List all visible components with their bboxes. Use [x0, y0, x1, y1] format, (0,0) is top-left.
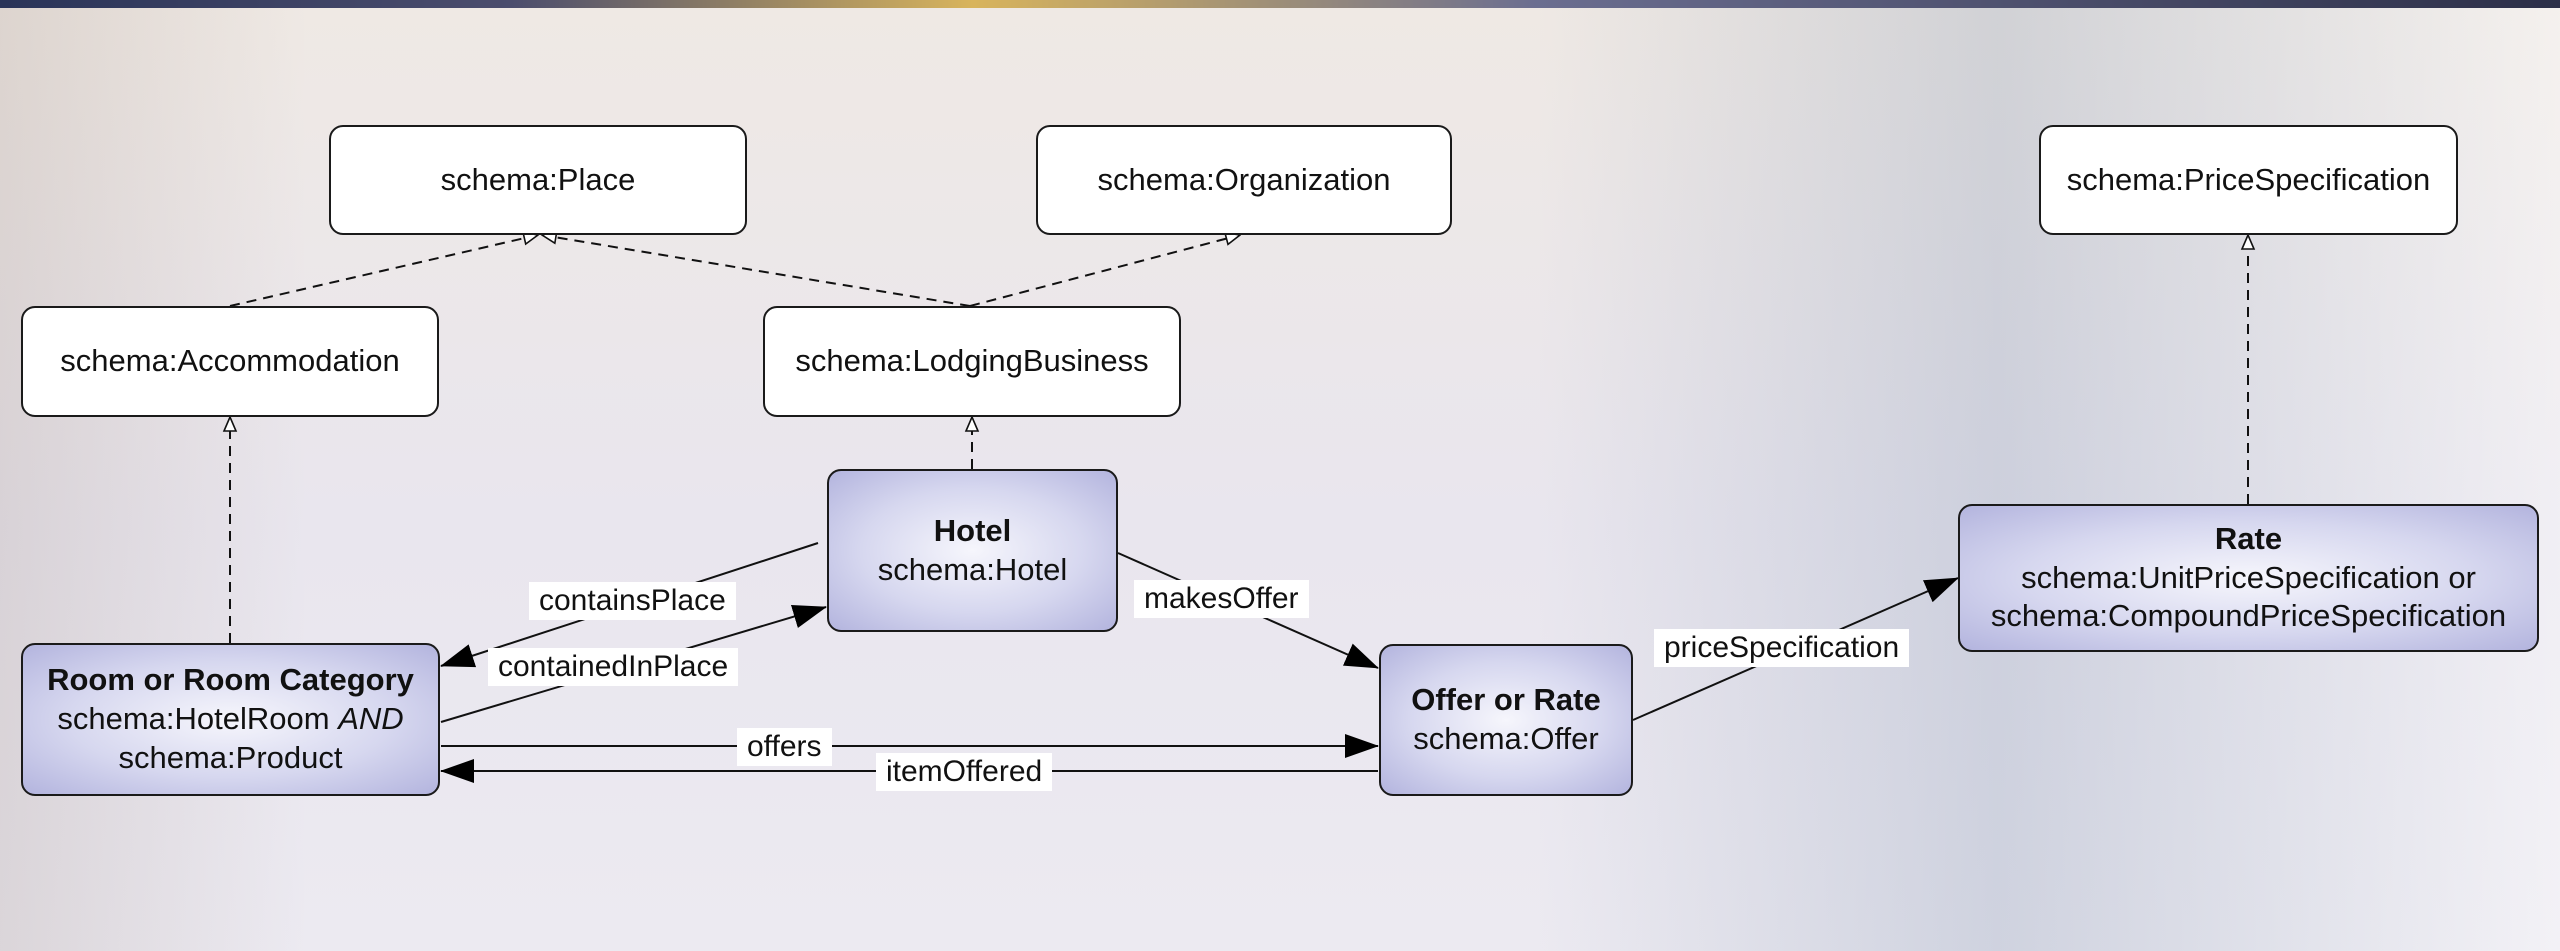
node-rate: Rate schema:UnitPriceSpecification or sc…: [1958, 504, 2539, 652]
node-schema-accommodation: schema:Accommodation: [21, 306, 439, 417]
node-schema-place: schema:Place: [329, 125, 747, 235]
node-label-emphasis: AND: [338, 701, 404, 737]
node-label: schema:Hotel: [877, 551, 1068, 587]
node-title: Room or Room Category: [47, 662, 414, 698]
node-room: Room or Room Category schema:HotelRoom A…: [21, 643, 440, 796]
node-label-line1: schema:HotelRoom AND: [57, 700, 403, 739]
edge-label-item-offered: itemOffered: [876, 753, 1053, 791]
edge-lodging-to-organization: [969, 235, 1240, 307]
node-schema-organization: schema:Organization: [1036, 125, 1452, 235]
edge-label-offers: offers: [737, 728, 832, 766]
node-label: schema:Organization: [1097, 161, 1391, 197]
node-label: schema:Place: [440, 161, 636, 197]
edge-lodging-to-place: [542, 235, 971, 307]
edge-label-makes-offer: makesOffer: [1134, 580, 1309, 618]
node-title: Offer or Rate: [1411, 682, 1601, 718]
node-title: Rate: [2214, 520, 2283, 556]
node-label: schema:Offer: [1413, 721, 1599, 756]
node-schema-price-specification: schema:PriceSpecification: [2039, 125, 2458, 235]
edge-label-contains-place: containsPlace: [529, 582, 736, 620]
node-offer: Offer or Rate schema:Offer: [1379, 644, 1633, 796]
node-label: schema:Product: [118, 739, 343, 775]
edge-label-contained-in-place: containedInPlace: [488, 648, 739, 686]
edge-accommodation-to-place: [229, 235, 538, 307]
top-banner-strip: [0, 0, 2560, 8]
node-hotel: Hotel schema:Hotel: [827, 469, 1118, 632]
node-schema-lodging-business: schema:LodgingBusiness: [763, 306, 1181, 417]
node-label: schema:UnitPriceSpecification or: [2021, 559, 2476, 595]
node-title: Hotel: [933, 512, 1012, 548]
edge-label-price-specification: priceSpecification: [1654, 629, 1910, 667]
node-label: schema:LodgingBusiness: [795, 343, 1149, 379]
node-label: schema:CompoundPriceSpecification: [1990, 598, 2507, 634]
node-label: schema:PriceSpecification: [2066, 161, 2431, 197]
node-label-text: schema:HotelRoom: [57, 701, 330, 737]
node-label: schema:Accommodation: [60, 343, 400, 379]
